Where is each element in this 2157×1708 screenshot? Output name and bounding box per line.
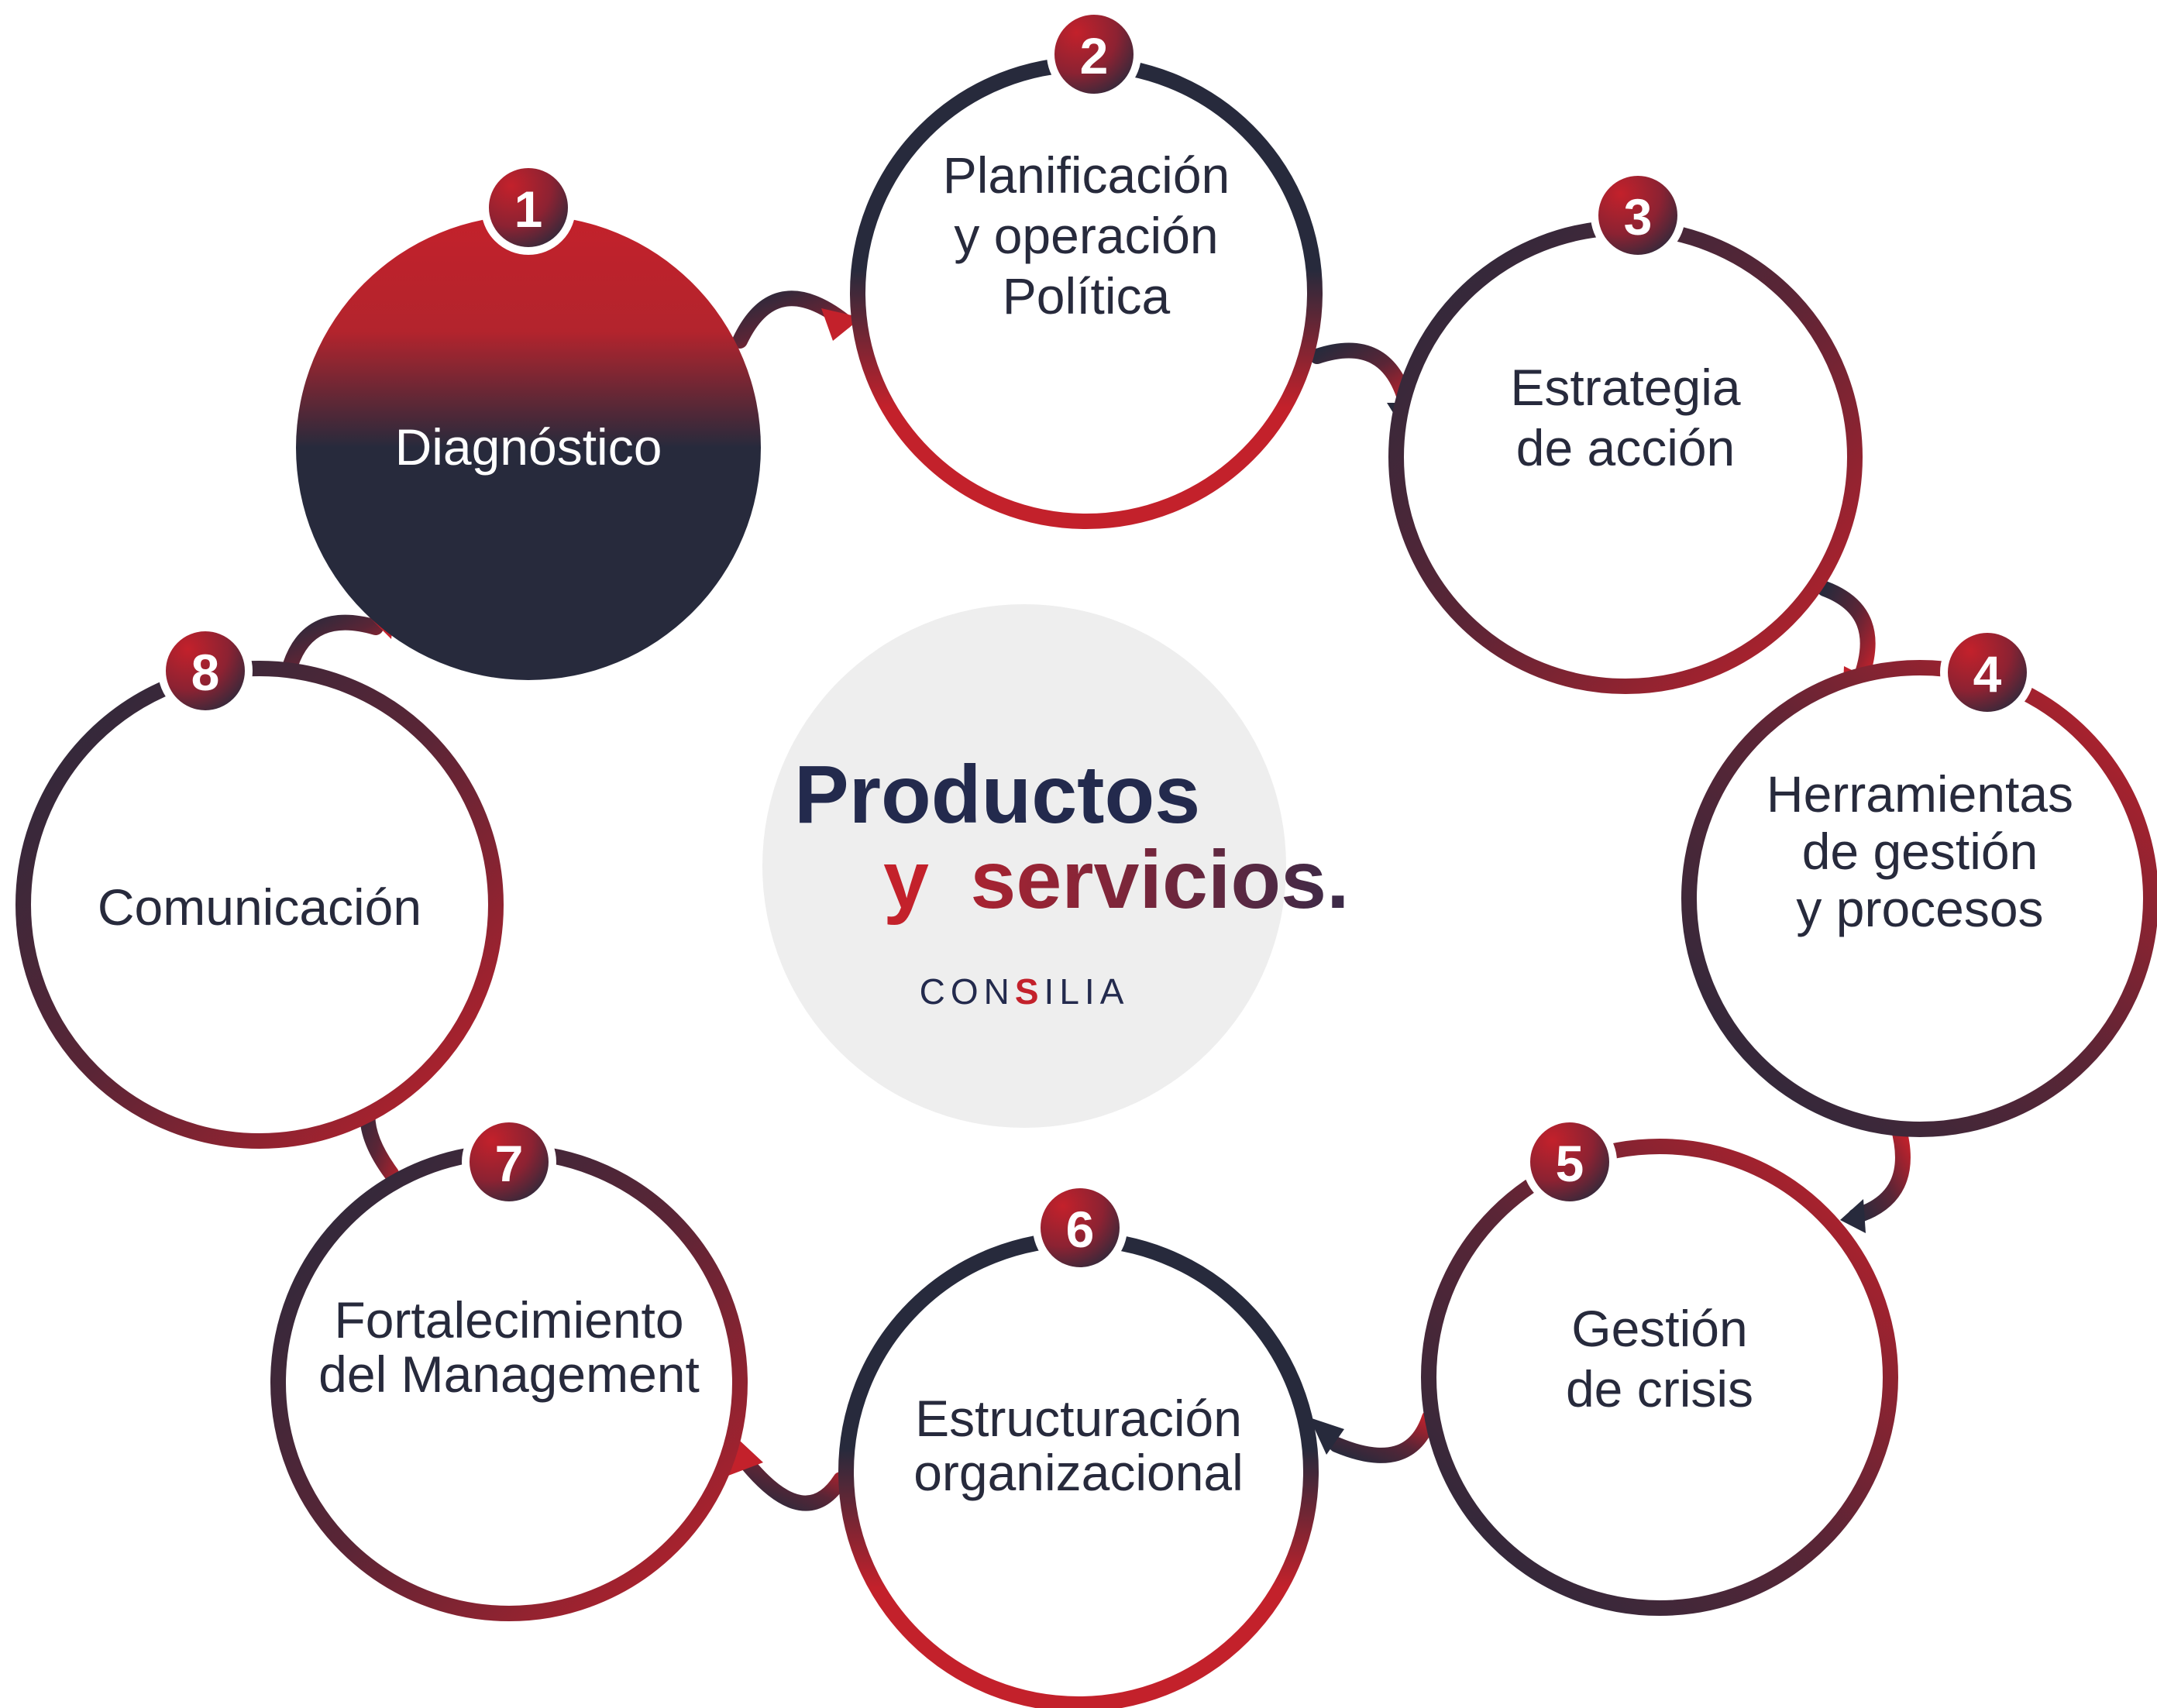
step-7-number: 7 (495, 1135, 524, 1192)
step-8-label-line-1: Comunicación (98, 878, 421, 936)
arrow-8-to-1 (283, 614, 384, 672)
step-1: Diagnóstico 1 (296, 160, 761, 680)
step-4-label-line-1: Herramientas (1767, 765, 2073, 823)
arrow-4-to-5 (1848, 1119, 1911, 1224)
arrow-2-to-3 (1309, 342, 1414, 411)
step-2-label-line-2: y operación (954, 207, 1218, 264)
step-1-label-line-1: Diagnóstico (395, 418, 662, 476)
step-1-badge (481, 160, 576, 255)
step-2-label-line-3: Política (1003, 267, 1171, 325)
arrow-4-to-5-head (1840, 1199, 1866, 1233)
step-7-label-line-2: del Management (318, 1345, 700, 1403)
step-8-number: 8 (191, 644, 220, 701)
step-6-label-line-1: Estructuración (915, 1390, 1242, 1447)
step-7-label-line-1: Fortalecimiento (334, 1291, 683, 1349)
center-title-line1: Productos (794, 749, 1200, 840)
center-title-group: Productos y servicios. CONSILIA (794, 749, 1350, 1012)
brand-logo: CONSILIA (920, 971, 1130, 1012)
step-4-badge (1940, 625, 2035, 720)
step-2-badge (1047, 7, 1141, 101)
brand-part-con: CON (920, 971, 1015, 1012)
step-4-number: 4 (1973, 645, 2002, 703)
arrow-6-to-7 (740, 1456, 848, 1511)
step-4-circle (1681, 660, 2157, 1137)
center-title-line2: y servicios. (883, 834, 1350, 926)
step-6-badge (1033, 1180, 1127, 1275)
step-7-badge (462, 1115, 556, 1209)
center-title-servicios: servicios. (970, 834, 1349, 926)
step-5-circle (1421, 1139, 1898, 1616)
step-2-number: 2 (1080, 27, 1109, 84)
step-5-label-line-2: de crisis (1566, 1360, 1753, 1418)
step-1-number: 1 (514, 180, 543, 238)
brand-part-s: S (1015, 971, 1044, 1012)
brand-part-ilia: ILIA (1044, 971, 1130, 1012)
step-3-badge (1591, 168, 1685, 263)
step-6-label-line-2: organizacional (913, 1444, 1244, 1501)
step-2-label-line-1: Planificación (943, 146, 1230, 204)
center-background (762, 604, 1286, 1128)
center-title-y: y (883, 834, 929, 926)
step-4-label-line-2: de gestión (1802, 823, 2038, 880)
step-8-badge (158, 624, 253, 718)
step-5-label-line-1: Gestión (1571, 1300, 1747, 1357)
step-3-label-line-1: Estrategia (1510, 359, 1740, 416)
step-4-label-line-3: y procesos (1796, 880, 2043, 937)
step-5-number: 5 (1556, 1135, 1584, 1192)
arrow-5-to-6-head (1309, 1418, 1344, 1455)
step-5-badge (1522, 1115, 1617, 1209)
step-3-label-line-2: de acción (1516, 419, 1736, 476)
step-8: Comunicación 8 (15, 624, 504, 1149)
step-6-number: 6 (1066, 1201, 1095, 1258)
step-3-number: 3 (1624, 188, 1653, 246)
arrow-3-to-4 (1817, 581, 1876, 689)
step-8-circle (15, 661, 504, 1149)
step-1-circle (296, 215, 761, 680)
arrow-5-to-6 (1329, 1410, 1437, 1463)
